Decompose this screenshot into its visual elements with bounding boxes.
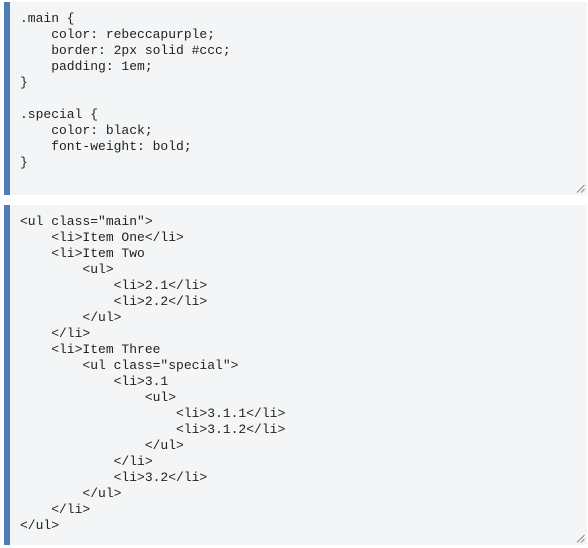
- css-code-editor[interactable]: .main { color: rebeccapurple; border: 2p…: [4, 2, 587, 195]
- code-line: <ul class="special">: [20, 358, 239, 373]
- code-line: <li>2.2</li>: [20, 294, 208, 309]
- code-line: }: [20, 75, 28, 90]
- code-line: .main {: [20, 11, 75, 26]
- resize-handle-icon: [576, 184, 585, 193]
- code-line: <li>3.1: [20, 374, 169, 389]
- code-line: <li>3.2</li>: [20, 470, 208, 485]
- code-line: color: rebeccapurple;: [20, 27, 216, 42]
- code-line: </li>: [20, 454, 153, 469]
- code-line: <ul>: [20, 262, 114, 277]
- css-editor-resize-handle[interactable]: [576, 184, 585, 193]
- code-line: border: 2px solid #ccc;: [20, 43, 231, 58]
- code-line: color: black;: [20, 123, 153, 138]
- html-code-area[interactable]: <ul class="main"> <li>Item One</li> <li>…: [10, 205, 587, 534]
- code-line: <li>2.1</li>: [20, 278, 208, 293]
- code-line: .special {: [20, 107, 99, 122]
- code-line: <ul>: [20, 390, 177, 405]
- html-editor-resize-handle[interactable]: [576, 534, 585, 543]
- resize-handle-icon: [576, 534, 585, 543]
- css-code-area[interactable]: .main { color: rebeccapurple; border: 2p…: [10, 2, 587, 171]
- code-line: <li>Item Two: [20, 246, 145, 261]
- code-line: <li>Item One</li>: [20, 230, 184, 245]
- code-line: </ul>: [20, 310, 122, 325]
- code-line: </li>: [20, 326, 91, 341]
- code-line: <li>3.1.2</li>: [20, 422, 286, 437]
- code-line: font-weight: bold;: [20, 139, 192, 154]
- code-line: <li>3.1.1</li>: [20, 406, 286, 421]
- code-line: </li>: [20, 502, 91, 517]
- code-line: }: [20, 155, 28, 170]
- code-line: <li>Item Three: [20, 342, 161, 357]
- code-line: </ul>: [20, 518, 60, 533]
- code-line: </ul>: [20, 486, 122, 501]
- html-code-editor[interactable]: <ul class="main"> <li>Item One</li> <li>…: [4, 205, 587, 545]
- code-line: padding: 1em;: [20, 59, 153, 74]
- code-line: [20, 91, 587, 107]
- code-line: <ul class="main">: [20, 214, 153, 229]
- code-line: </ul>: [20, 438, 184, 453]
